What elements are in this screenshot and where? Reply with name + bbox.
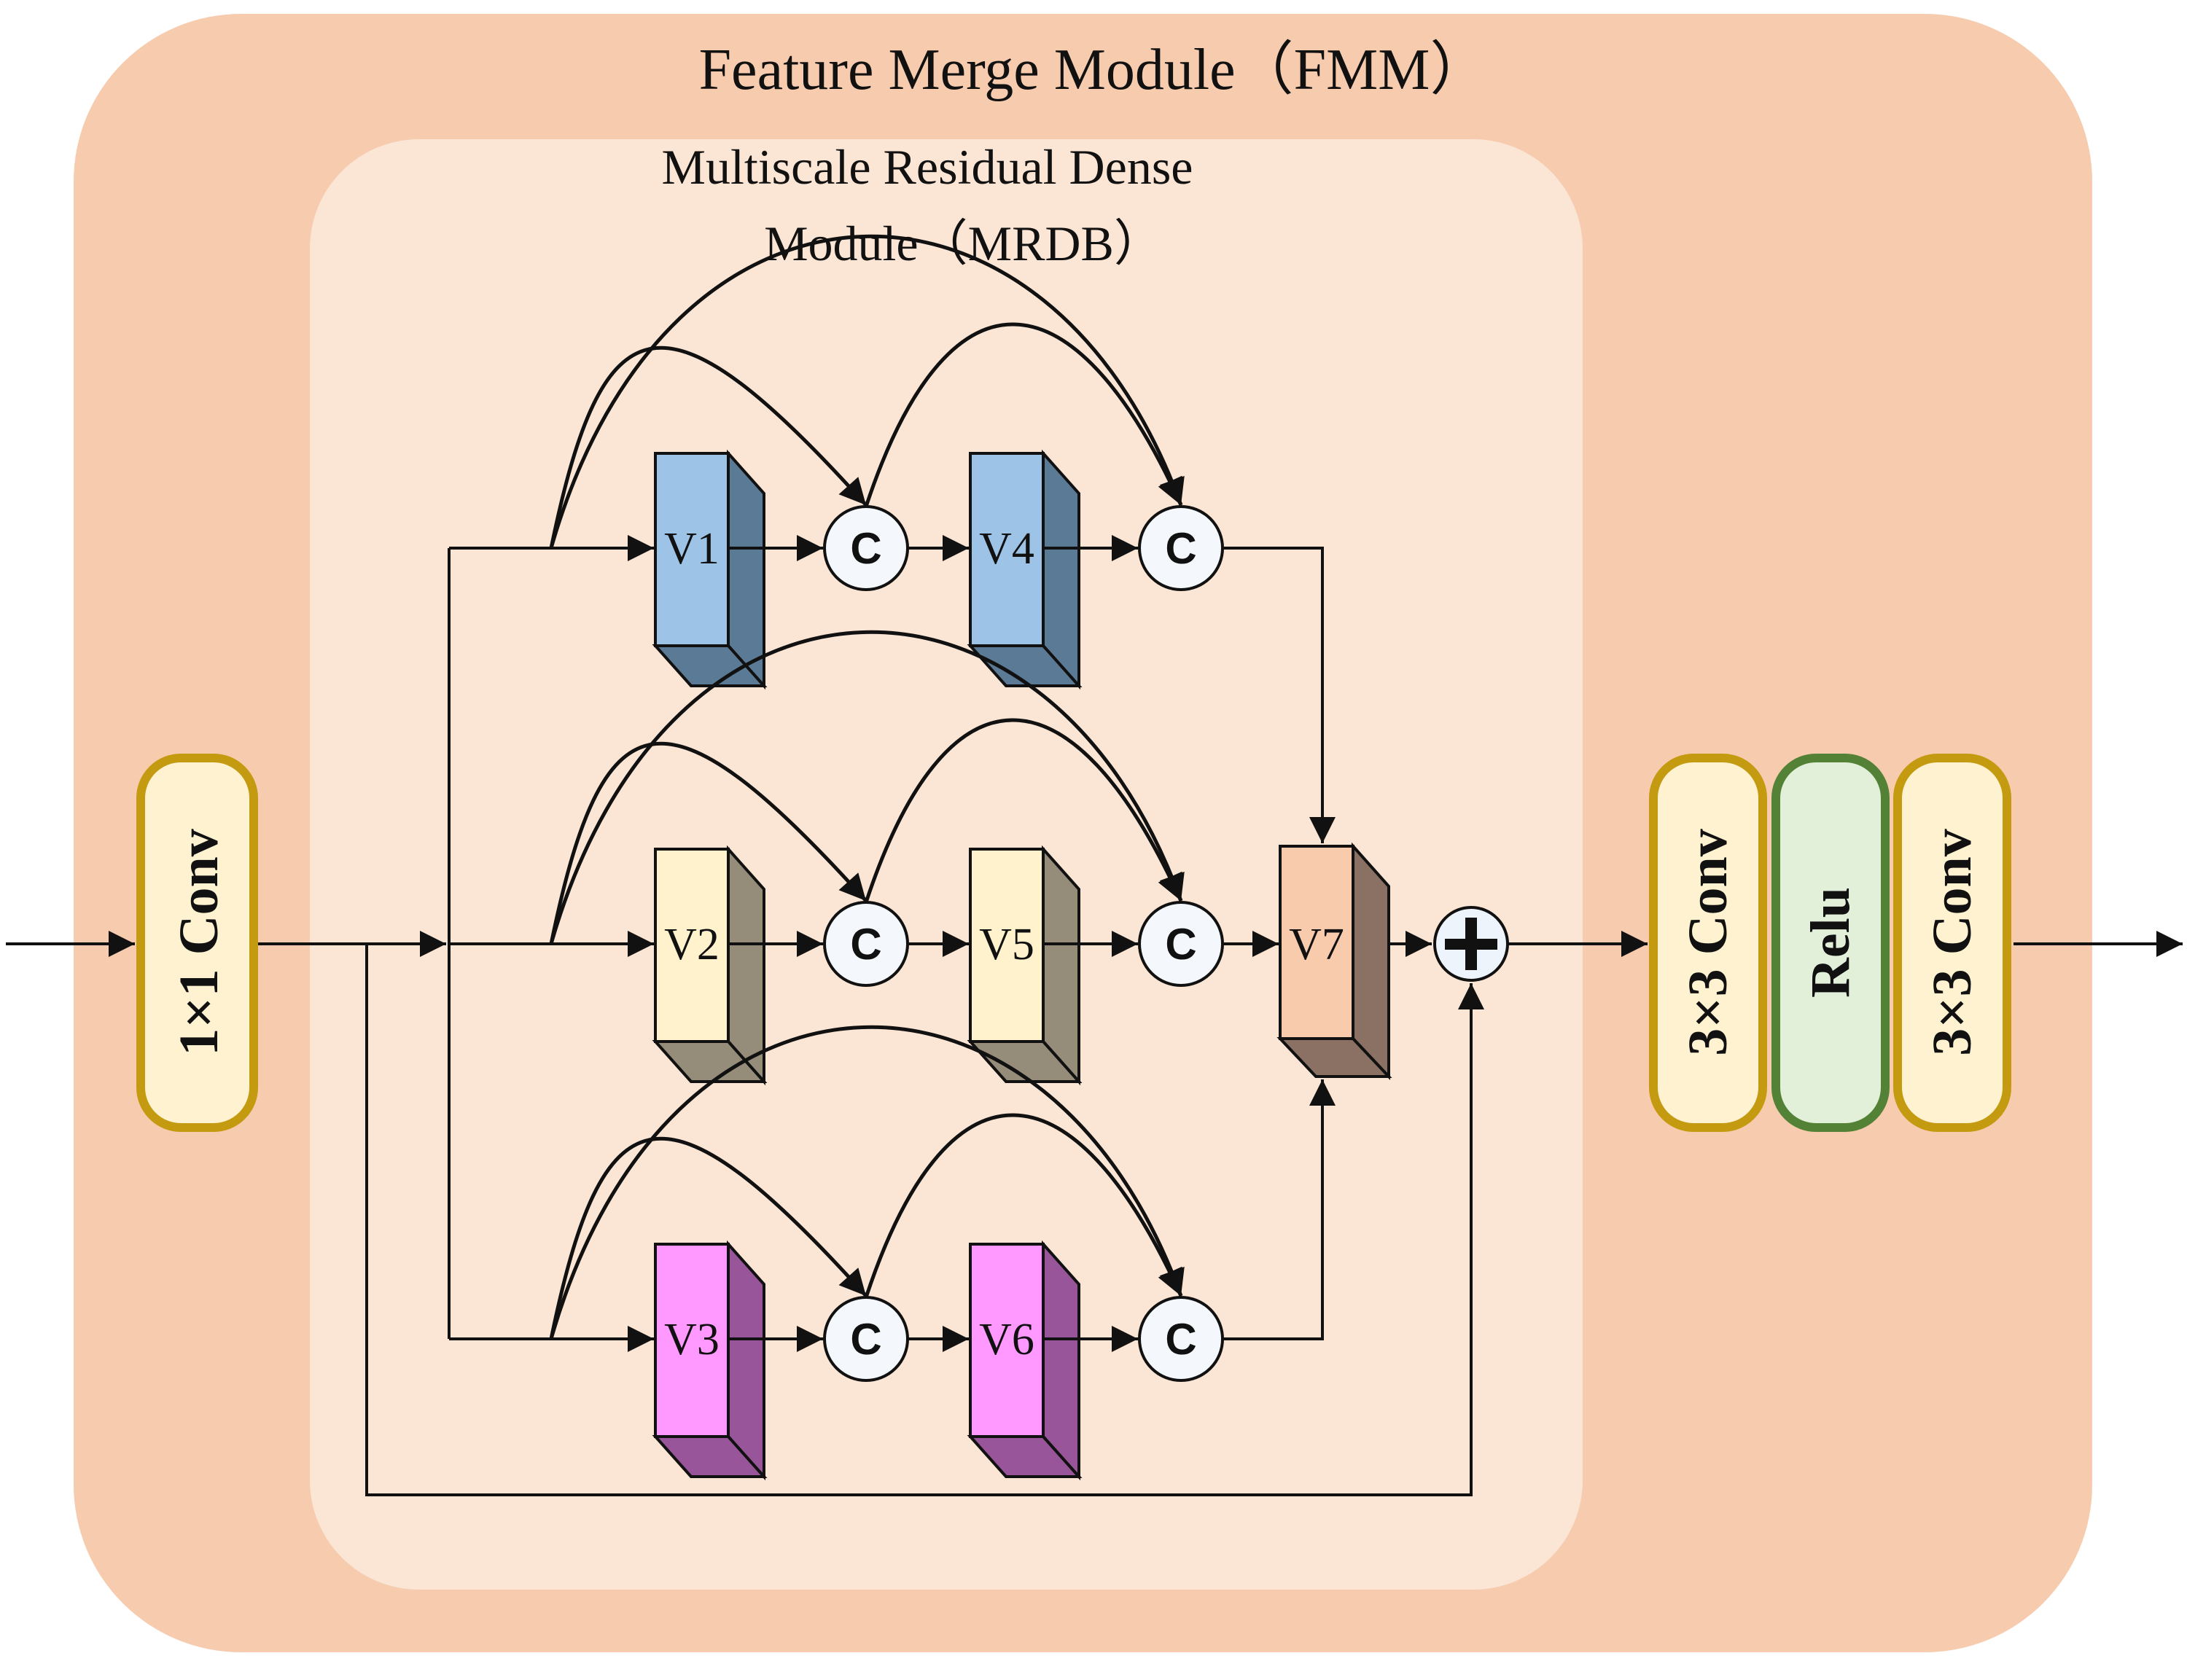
residual-path [365,944,1484,1496]
v7-block: V7 [1276,842,1392,1081]
v7-side [1352,842,1390,1081]
block-label: V4 [979,524,1034,574]
conv1x1-label: 1×1 Conv [168,829,230,1055]
block-v2: V2 [652,845,768,1086]
output-block-label: 3×3 Conv [1922,829,1983,1055]
skip-arc-c1-to-c2 [864,322,1183,507]
block-v5: V5 [967,845,1083,1086]
block-v6: V6 [967,1240,1083,1481]
v7-label: V7 [1289,920,1344,969]
concat-label: C [1165,524,1196,573]
skip-arc-split-to-c2 [549,1025,1185,1340]
add-icon-v [1465,918,1477,970]
concat-node: C [823,505,909,591]
concat-node: C [823,901,909,987]
output-block-label: 3×3 Conv [1677,829,1739,1055]
block-label: V2 [664,920,720,969]
output-block-conv3x3: 3×3 Conv [1893,754,2011,1132]
fmm-title: Feature Merge Module（FMM） [699,38,1489,102]
skip-arc-split-to-c2 [549,234,1185,549]
block-front [654,848,730,1043]
branch-middle: V2 C V5 C [549,630,1224,1086]
bottom-to-v7-line [1223,1079,1336,1340]
v7-front [1279,845,1354,1040]
concat-label: C [850,524,881,573]
mrdb-container [310,139,1583,1590]
skip-arc-split-to-c2 [549,630,1185,945]
mrdb-title-line2: Module（MRDB） [764,216,1163,271]
branch-bottom: V3 C V6 C [549,1025,1224,1481]
block-v3: V3 [652,1240,768,1481]
block-v1: V1 [652,449,768,690]
block-label: V1 [664,524,720,574]
concat-label: C [850,1315,881,1364]
concat-label: C [1165,1315,1196,1364]
concat-node: C [823,1296,909,1382]
skip-arc-c1-to-c2 [864,1113,1183,1298]
mrdb-title-line1: Multiscale Residual Dense [662,139,1193,195]
block-label: V3 [664,1315,720,1364]
block-front [654,452,730,647]
concat-node: C [1138,1296,1224,1382]
add-node [1433,906,1509,982]
block-v4: V4 [967,449,1083,690]
output-block-label: Relu [1800,887,1861,998]
concat-label: C [1165,920,1196,969]
branch-top: V1 C V4 C [549,234,1224,690]
output-block-conv3x3: 3×3 Conv [1649,754,1767,1132]
output-block-relu: Relu [1771,754,1890,1132]
concat-label: C [850,920,881,969]
skip-arc-c1-to-c2 [864,718,1183,903]
concat-node: C [1138,901,1224,987]
block-label: V5 [979,920,1034,969]
block-front [969,848,1045,1043]
block-label: V6 [979,1315,1034,1364]
top-to-v7-line [1223,547,1336,843]
conv1x1-block: 1×1 Conv [136,754,258,1132]
concat-node: C [1138,505,1224,591]
